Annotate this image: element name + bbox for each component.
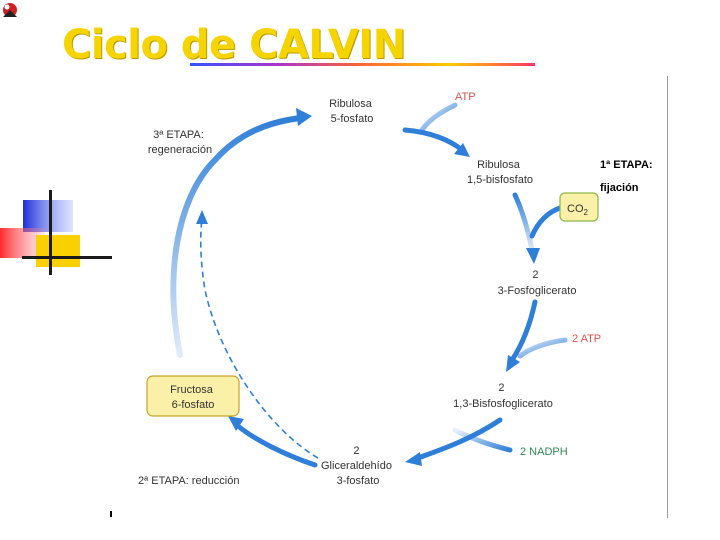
- dashed-return-arrow: [196, 210, 319, 459]
- stage-reduccion-label: 2ª ETAPA: reducción: [138, 475, 240, 487]
- atp-input-arrow: [402, 102, 470, 157]
- fructosa-label: Fructosa 6-fosfato: [170, 384, 216, 411]
- nadph-input-arrow: [405, 417, 513, 466]
- atp-label: ATP: [455, 91, 476, 103]
- two-atp-label: 2 ATP: [572, 333, 601, 345]
- stage-regeneracion-label: 3ª ETAPA: regeneración: [148, 129, 212, 156]
- gliceraldehido-label: 2 Gliceraldehído 3-fosfato: [321, 445, 395, 487]
- slide-marker: [110, 511, 112, 517]
- two-atp-input-arrow: [506, 299, 568, 372]
- ribulosa-15bp-label: Ribulosa 1,5-bisfosfato: [467, 159, 533, 186]
- bisfosfoglicerato-label: 2 1,3-Bisfosfoglicerato: [453, 382, 553, 410]
- title-underline: [190, 63, 535, 66]
- page-title: Ciclo de CALVIN: [62, 22, 406, 68]
- fructosa-box: [146, 375, 240, 417]
- logo-icon: [0, 0, 20, 20]
- fosfoglicerato-label: 2 3-Fosfoglicerato: [498, 269, 577, 297]
- regeneration-arrow: [170, 108, 312, 358]
- co2-box: [559, 192, 599, 222]
- nadph-label: 2 NADPH: [520, 446, 568, 458]
- decorative-squares-icon: [0, 190, 112, 275]
- co2-label: CO2: [567, 203, 589, 217]
- ribulosa-5p-label: Ribulosa 5-fosfato: [329, 98, 375, 125]
- co2-input-arrow: [512, 192, 563, 264]
- stage-fijacion-label: 1ª ETAPA: fijación: [600, 159, 656, 194]
- diagram-frame: [111, 76, 668, 518]
- reduction-to-fructosa-arrow: [228, 416, 318, 468]
